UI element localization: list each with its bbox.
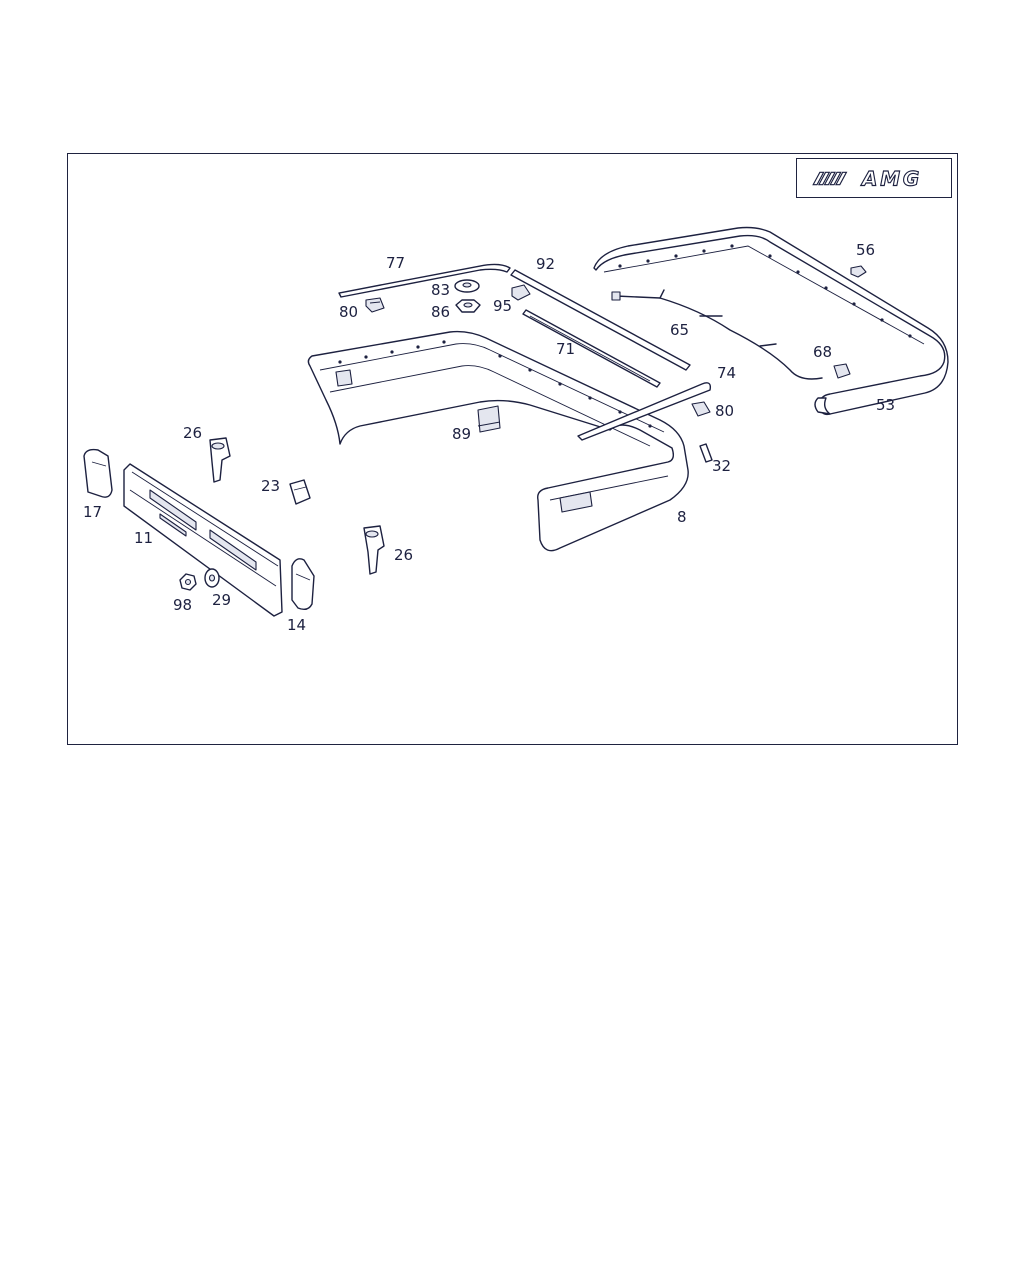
- part-89-bracket: [477, 405, 501, 433]
- callout-92: 92: [536, 255, 556, 273]
- callout-71: 71: [556, 340, 576, 358]
- callout-83: 83: [431, 281, 451, 299]
- callout-26-upper: 26: [183, 424, 203, 442]
- callout-32: 32: [712, 457, 732, 475]
- part-29-washer: [204, 568, 220, 588]
- part-80-clip-left: [365, 297, 385, 313]
- amg-logo: AMG: [796, 158, 952, 198]
- part-14-bracket-right: [291, 558, 315, 611]
- part-71-strip: [522, 309, 661, 388]
- bumper-body-holes: [338, 340, 652, 428]
- part-74-strip: [577, 382, 712, 441]
- part-80-clip-right: [691, 401, 711, 417]
- callout-8: 8: [677, 508, 687, 526]
- logo-stripes: [812, 171, 848, 186]
- part-68-clip: [833, 363, 851, 379]
- callout-86: 86: [431, 303, 451, 321]
- part-77-trim-strip: [338, 263, 511, 298]
- callout-29: 29: [212, 591, 232, 609]
- callout-14: 14: [287, 616, 307, 634]
- part-86-nut: [455, 299, 481, 313]
- amg-logo-mark: AMG: [812, 166, 922, 191]
- logo-text: AMG: [860, 167, 922, 191]
- part-32-link: [699, 443, 713, 463]
- callout-80-left: 80: [339, 303, 359, 321]
- bumper-cover-holes: [618, 244, 912, 338]
- callout-77: 77: [386, 254, 406, 272]
- bumper-main-body: [307, 330, 689, 552]
- callout-11: 11: [134, 529, 154, 547]
- part-53-bumper-cover: [593, 226, 949, 416]
- part-26-mount-upper: [209, 437, 231, 483]
- callout-26-lower: 26: [394, 546, 414, 564]
- part-83-washer: [454, 279, 480, 293]
- callout-68: 68: [813, 343, 833, 361]
- part-92-moulding: [510, 269, 691, 371]
- part-95-clip: [511, 284, 531, 301]
- part-23-bushing: [289, 479, 311, 505]
- part-98-nut: [179, 573, 197, 591]
- part-11-carrier: [123, 463, 283, 617]
- callout-98: 98: [173, 596, 193, 614]
- callout-74: 74: [717, 364, 737, 382]
- callout-17: 17: [83, 503, 103, 521]
- callout-56: 56: [856, 241, 876, 259]
- callout-80-right: 80: [715, 402, 735, 420]
- callout-89: 89: [452, 425, 472, 443]
- part-26-mount-lower: [363, 525, 385, 575]
- part-17-bracket-left: [83, 448, 113, 498]
- part-56-cap: [850, 265, 867, 278]
- diagram-frame: [67, 153, 958, 745]
- callout-95: 95: [493, 297, 513, 315]
- callout-65: 65: [670, 321, 690, 339]
- callout-23: 23: [261, 477, 281, 495]
- part-65-wiring: [611, 289, 823, 380]
- callout-53: 53: [876, 396, 896, 414]
